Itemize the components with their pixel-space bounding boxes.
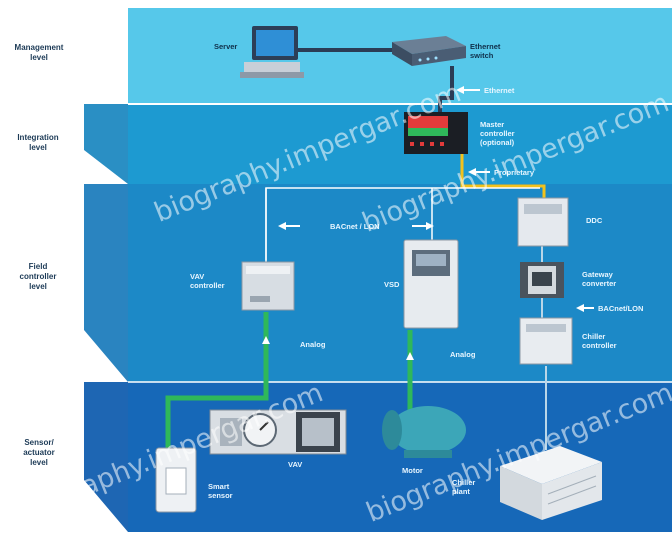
chiller-plant-label: Chiller plant <box>452 478 476 496</box>
field-band <box>128 184 672 382</box>
integration-band <box>128 104 672 184</box>
bacnet-lon-label: BACnet / LON <box>330 222 380 231</box>
ddc-icon <box>517 197 569 247</box>
master-controller-icon <box>404 112 468 154</box>
ethernet-switch-label: Ethernet switch <box>470 42 501 60</box>
vav-label: VAV <box>288 460 303 469</box>
vav-analog-arrow <box>262 336 270 344</box>
vsd-label: VSD <box>384 280 400 289</box>
proprietary-link <box>460 152 546 200</box>
vav-actuator-icon <box>209 409 347 455</box>
ethernet-arrow <box>456 86 464 94</box>
bacnet-arrow-right <box>426 222 434 230</box>
chiller-controller-label: Chiller controller <box>582 332 617 350</box>
motor-label: Motor <box>402 466 423 475</box>
smart-sensor-label: Smart sensor <box>208 482 233 500</box>
bacnet-lon-2-label: BACnet/LON <box>598 304 644 313</box>
server-label: Server <box>214 42 238 51</box>
vsd-icon <box>403 239 459 329</box>
vav-controller-label: VAV controller <box>190 272 225 290</box>
chiller-plant-icon <box>500 446 602 520</box>
analog-label-2: Analog <box>450 350 476 359</box>
vsd-analog-arrow <box>406 352 414 360</box>
bacnet-arrow-left <box>278 222 286 230</box>
field-level-arrow <box>84 184 128 382</box>
motor-icon <box>382 406 466 458</box>
switch-master-link <box>438 66 454 114</box>
ethernet-link-label: Ethernet <box>484 86 515 95</box>
proprietary-arrow <box>468 168 476 176</box>
integration-level-arrow <box>84 104 128 184</box>
chiller-controller-icon <box>519 317 573 365</box>
analog-label-1: Analog <box>300 340 326 349</box>
gateway-converter-label: Gateway converter <box>582 270 617 288</box>
management-level-arrow <box>0 8 128 104</box>
integration-level-label: Integration level <box>17 133 59 152</box>
bacnet-lon-arrow <box>576 304 584 312</box>
gateway-converter-icon <box>520 262 564 298</box>
ddc-label: DDC <box>586 216 603 225</box>
sensor-level-arrow <box>84 382 128 532</box>
server-icon <box>240 26 304 78</box>
ethernet-switch-icon <box>392 36 466 66</box>
sensor-level-label: Sensor/ actuator level <box>23 438 55 467</box>
sensor-band <box>128 382 672 532</box>
management-level-label: Management level <box>14 43 64 62</box>
proprietary-label: Proprietary <box>494 168 535 177</box>
field-level-label: Field controller level <box>19 262 57 291</box>
smart-sensor-icon <box>155 447 197 513</box>
master-controller-label: Master controller (optional) <box>480 120 515 147</box>
vav-analog-link <box>165 312 269 448</box>
vav-controller-icon <box>241 261 295 311</box>
